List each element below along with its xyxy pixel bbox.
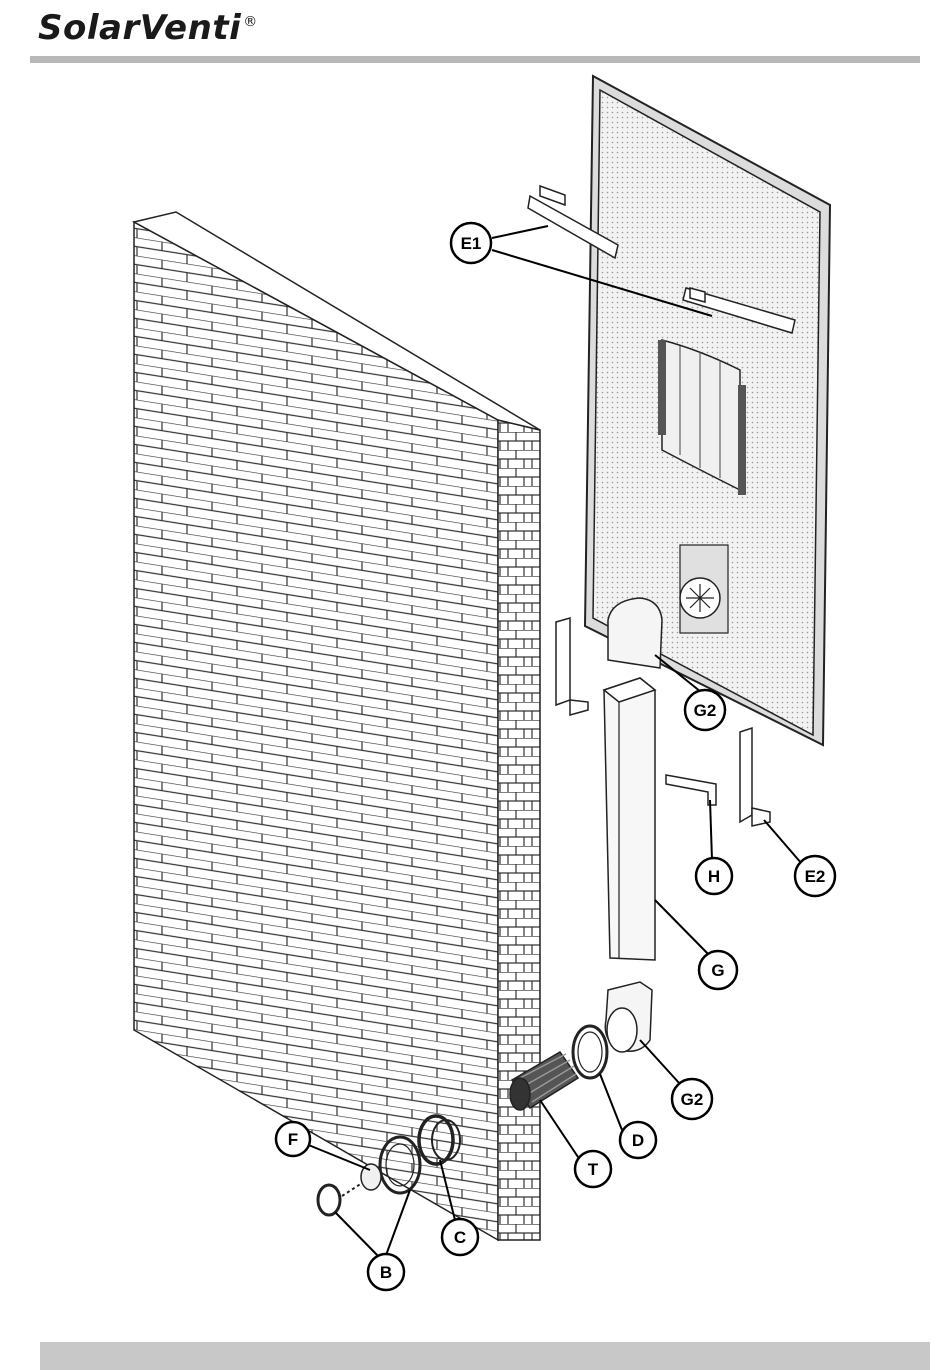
cover-bracket-right bbox=[738, 385, 746, 495]
callout-f: F bbox=[276, 1122, 310, 1156]
callout-e2: E2 bbox=[795, 856, 835, 896]
cover-bracket-left bbox=[658, 340, 666, 435]
svg-text:E1: E1 bbox=[461, 234, 482, 253]
brick-wall bbox=[134, 212, 540, 1240]
callout-t: T bbox=[575, 1151, 611, 1187]
callout-b: B bbox=[368, 1254, 404, 1290]
ring-b-small bbox=[318, 1185, 340, 1215]
wall-side-face bbox=[498, 420, 540, 1240]
callout-c: C bbox=[442, 1219, 478, 1255]
callout-g2-bottom: G2 bbox=[672, 1079, 712, 1119]
duct-g bbox=[604, 678, 655, 960]
svg-text:F: F bbox=[288, 1130, 298, 1149]
svg-text:G2: G2 bbox=[694, 701, 717, 720]
svg-text:T: T bbox=[588, 1160, 599, 1179]
callout-d: D bbox=[620, 1122, 656, 1158]
svg-text:E2: E2 bbox=[805, 867, 826, 886]
svg-text:B: B bbox=[380, 1263, 392, 1282]
elbow-g2-bottom bbox=[605, 982, 652, 1052]
callout-h: H bbox=[696, 858, 732, 894]
callout-g2-top: G2 bbox=[685, 690, 725, 730]
svg-text:C: C bbox=[454, 1228, 466, 1247]
svg-text:G: G bbox=[711, 961, 724, 980]
svg-text:D: D bbox=[632, 1131, 644, 1150]
elbow-g2-top bbox=[608, 598, 662, 668]
clip-h bbox=[666, 775, 716, 805]
svg-text:G2: G2 bbox=[681, 1090, 704, 1109]
footer-bar bbox=[40, 1342, 930, 1370]
callout-e1: E1 bbox=[451, 223, 491, 263]
callout-g: G bbox=[699, 951, 737, 989]
svg-text:H: H bbox=[708, 867, 720, 886]
